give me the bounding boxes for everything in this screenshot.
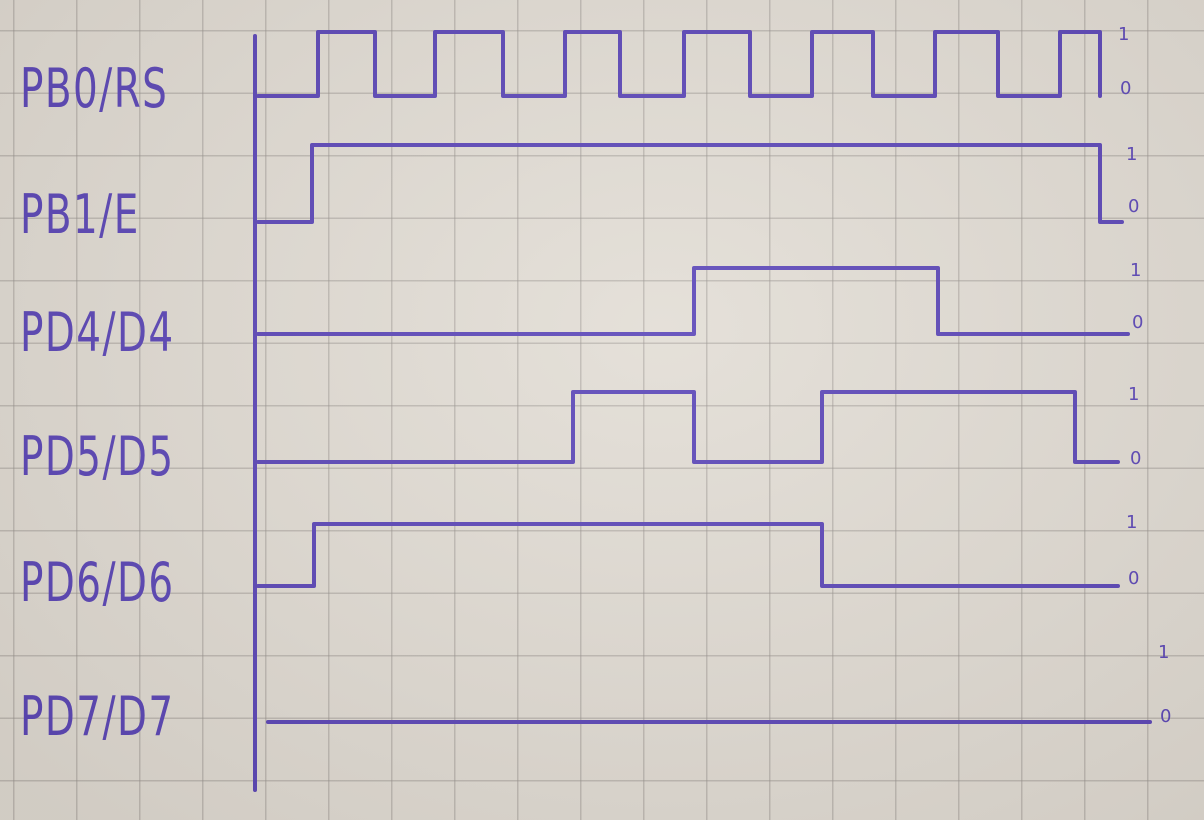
level-low-pb1: 0 (1128, 196, 1140, 217)
waveform-pb0-rs (256, 30, 1102, 98)
level-low-pd5: 0 (1130, 448, 1142, 469)
signal-label-pd4-d4: PD4/D4 (20, 301, 175, 364)
level-low-pd7: 0 (1160, 706, 1172, 727)
level-high-pd4: 1 (1130, 260, 1142, 281)
level-high-pd7: 1 (1158, 642, 1170, 663)
level-low-pd6: 0 (1128, 568, 1140, 589)
level-low-pd4: 0 (1132, 312, 1144, 333)
signal-label-pd6-d6: PD6/D6 (20, 551, 175, 614)
signal-label-pd7-d7: PD7/D7 (20, 685, 175, 748)
level-high-pb0: 1 (1118, 24, 1130, 45)
level-low-pb0: 0 (1120, 78, 1132, 99)
waveform-pd5-d5 (256, 390, 1120, 464)
level-high-pd6: 1 (1126, 512, 1138, 533)
waveform-pd4-d4 (256, 266, 1130, 336)
signal-label-pb0-rs: PB0/RS (20, 57, 169, 120)
level-high-pb1: 1 (1126, 144, 1138, 165)
signal-label-pb1-e: PB1/E (20, 183, 140, 246)
level-high-pd5: 1 (1128, 384, 1140, 405)
waveform-pd6-d6 (256, 522, 1120, 588)
signal-label-pd5-d5: PD5/D5 (20, 425, 175, 488)
signal-traces (256, 30, 1152, 724)
waveform-pb1-e (256, 143, 1124, 224)
